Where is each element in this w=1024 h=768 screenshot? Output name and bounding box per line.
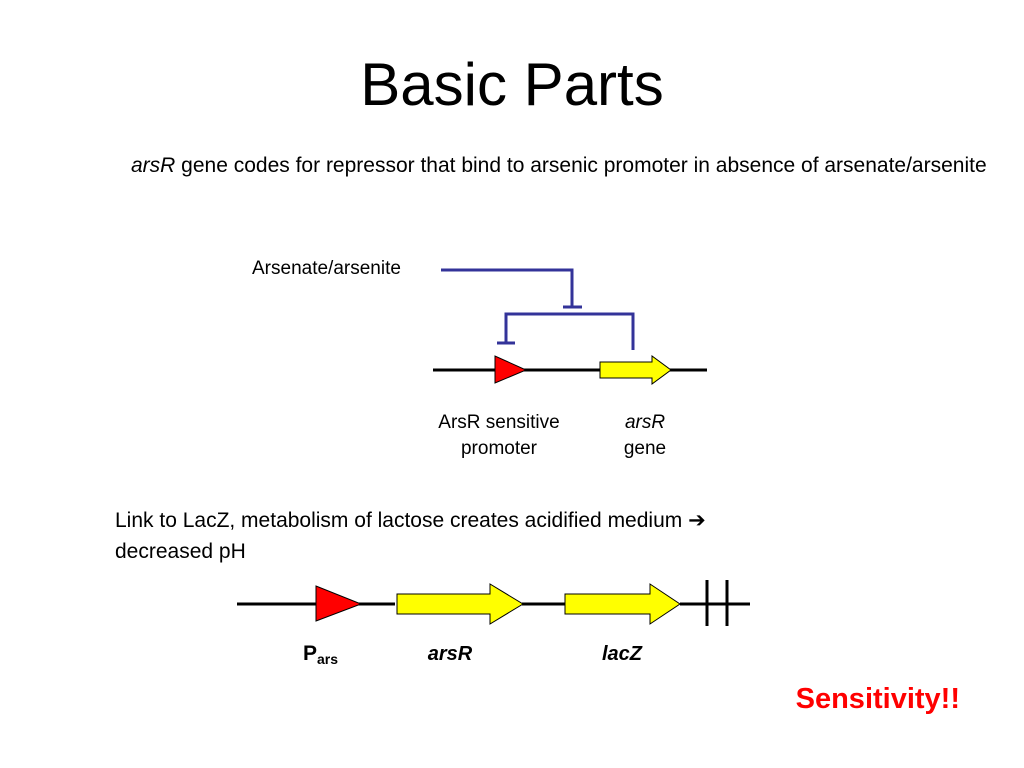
lacz-construct-label: lacZ <box>601 643 643 665</box>
promoter-label: ArsR sensitive promoter <box>414 410 584 462</box>
right-arrow-icon: ➔ <box>688 509 706 532</box>
intro-text: arsR gene codes for repressor that bind … <box>131 150 991 181</box>
promoter-triangle-2 <box>315 585 363 622</box>
promoter-label-line2: promoter <box>460 438 538 459</box>
gene-label-line2: gene <box>623 438 667 459</box>
promoter-triangle-1 <box>494 355 528 384</box>
inducer-inhibition-line <box>441 268 574 307</box>
intro-description: gene codes for repressor that bind to ar… <box>175 154 987 177</box>
lacz-link-text: Link to LacZ, metabolism of lactose crea… <box>115 505 875 567</box>
arsr-gene-arrow-1 <box>599 355 672 385</box>
slide-title: Basic Parts <box>360 51 664 118</box>
repression-diagram <box>433 268 707 385</box>
pars-label-main: P <box>303 642 318 665</box>
inducer-label: Arsenate/arsenite <box>252 258 401 279</box>
link-text-main: Link to LacZ, metabolism of lactose crea… <box>115 509 683 532</box>
reporter-construct <box>237 580 750 626</box>
pars-label-sub: ars <box>317 651 339 667</box>
intro-gene-name: arsR <box>131 154 176 177</box>
gene-label-line1: arsR <box>624 412 666 433</box>
link-text-result: decreased pH <box>115 540 246 563</box>
arsr-gene-arrow-2 <box>396 583 524 625</box>
promoter-label-line1: ArsR sensitive <box>438 412 560 433</box>
pars-label: Pars <box>303 642 338 667</box>
sensitivity-callout: Sensitivity!! <box>795 683 960 715</box>
arsr-construct-label: arsR <box>427 643 473 665</box>
repressor-inhibition-line <box>504 312 635 350</box>
lacz-gene-arrow <box>564 583 681 625</box>
gene-label: arsR gene <box>605 410 685 462</box>
